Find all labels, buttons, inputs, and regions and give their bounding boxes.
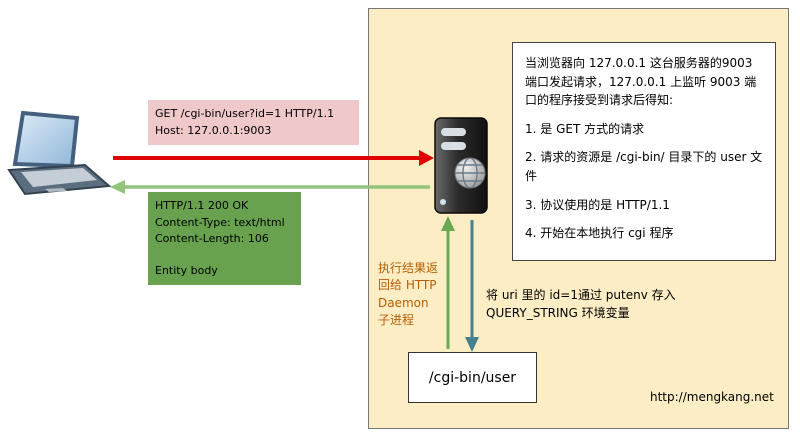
response-line: Content-Length: 106 <box>155 232 269 245</box>
result-return-label: 执行结果返回给 HTTP Daemon 子进程 <box>378 261 439 328</box>
info-item: 2. 请求的资源是 /cgi-bin/ 目录下的 user 文件 <box>525 150 763 183</box>
request-line: Host: 127.0.0.1:9003 <box>155 123 272 137</box>
info-item: 3. 协议使用的是 HTTP/1.1 <box>525 197 670 212</box>
response-line <box>155 248 294 263</box>
cgi-script-label: /cgi-bin/user <box>428 369 517 386</box>
http-response-box: HTTP/1.1 200 OK Content-Type: text/html … <box>148 192 301 285</box>
server-slot <box>441 128 466 136</box>
env-store-label: 将 uri 里的 id=1通过 putenv 存入 QUERY_STRING 环… <box>486 288 676 320</box>
response-line: Content-Type: text/html <box>155 215 285 229</box>
cgi-script-box: /cgi-bin/user <box>408 352 537 403</box>
server-slot <box>441 142 466 150</box>
laptop-keyboard <box>21 168 97 187</box>
response-line: HTTP/1.1 200 OK <box>155 199 249 212</box>
info-intro: 当浏览器向 127.0.0.1 这台服务器的9003 端口发起请求，127.0.… <box>525 56 757 108</box>
server-led <box>440 199 446 205</box>
site-url-label: http://mengkang.net <box>650 390 774 404</box>
http-request-box: GET /cgi-bin/user?id=1 HTTP/1.1 Host: 12… <box>148 100 359 145</box>
server-icon <box>434 117 488 214</box>
server-info-box: 当浏览器向 127.0.0.1 这台服务器的9003 端口发起请求，127.0.… <box>512 42 776 261</box>
laptop-screen <box>12 110 80 169</box>
response-line: Entity body <box>155 263 218 277</box>
info-item: 1. 是 GET 方式的请求 <box>525 121 645 136</box>
info-item: 4. 开始在本地执行 cgi 程序 <box>525 226 674 241</box>
laptop-icon <box>7 110 112 196</box>
laptop-touchpad <box>45 188 67 192</box>
request-line: GET /cgi-bin/user?id=1 HTTP/1.1 <box>155 107 335 120</box>
globe-icon <box>454 157 486 189</box>
